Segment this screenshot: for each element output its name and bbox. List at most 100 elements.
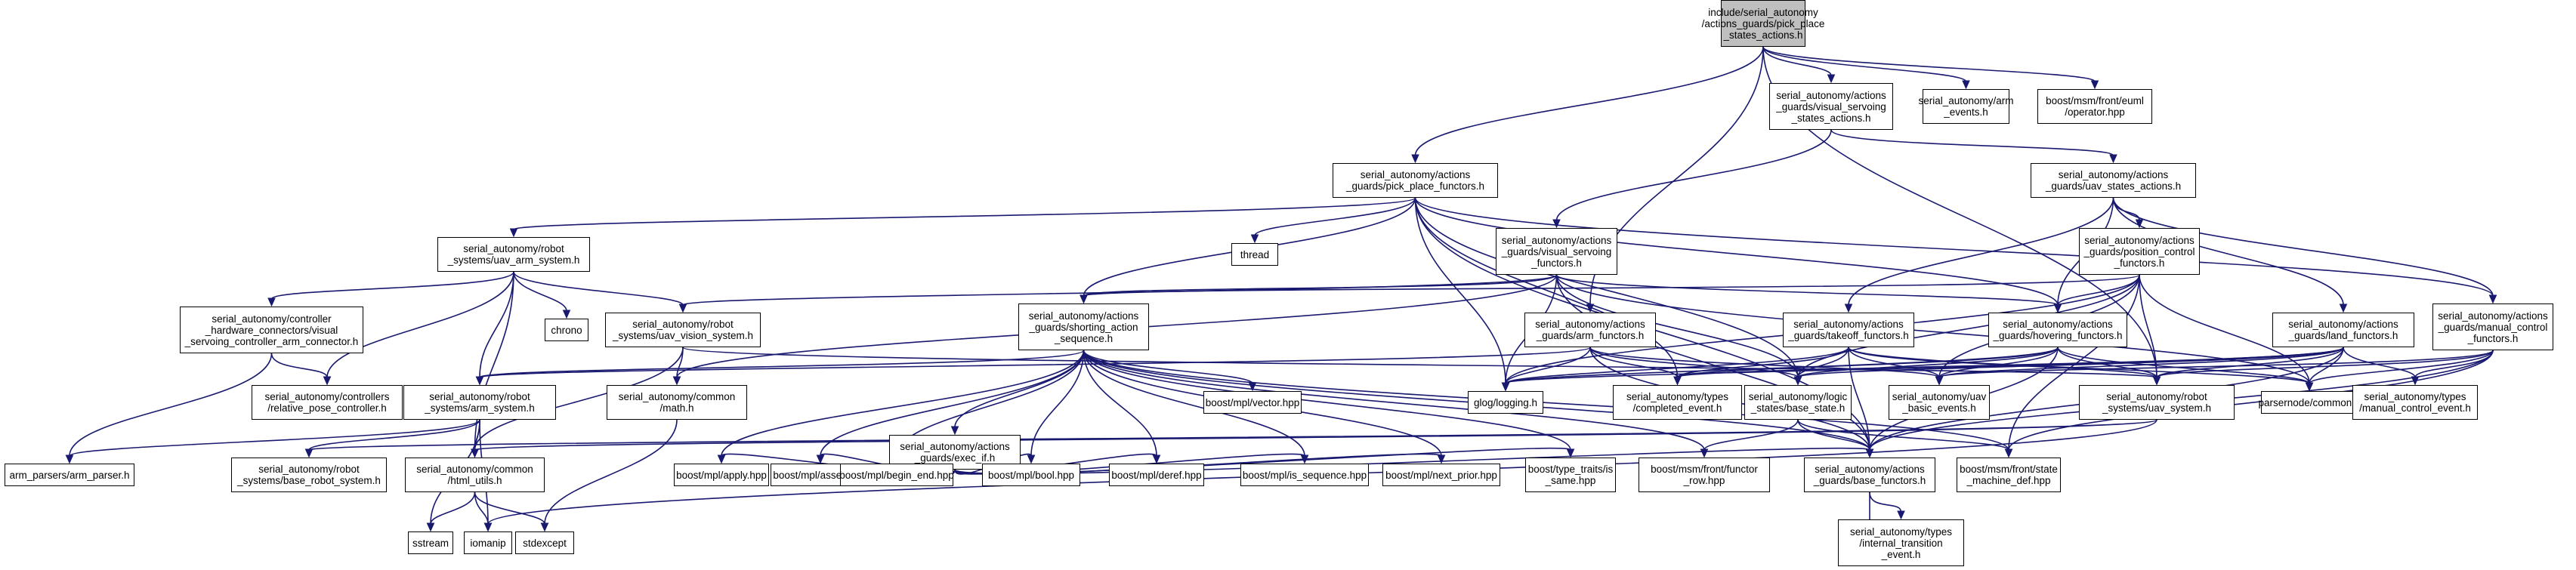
node-takeoff[interactable]: serial_autonomy/actions _guards/takeoff_…: [1783, 313, 1914, 347]
node-mpl-begin-end[interactable]: boost/mpl/begin_end.hpp: [839, 464, 954, 486]
node-stdexcept[interactable]: stdexcept: [515, 531, 574, 554]
edge-land-to-completed: [1676, 347, 2344, 378]
edge-shorting-to-mpl_vector: [1083, 350, 1253, 384]
edge-root-to-arm_events: [1762, 46, 1967, 82]
edge-root-to-euml: [1762, 46, 2096, 82]
edge-shorting-to-mpl_bool: [1030, 350, 1085, 457]
node-ctrl-hw[interactable]: serial_autonomy/controller _hardware_con…: [180, 307, 363, 353]
node-mpl-deref[interactable]: boost/mpl/deref.hpp: [1109, 464, 1204, 486]
arrowhead-shorting-to-exec_if: [950, 426, 959, 436]
node-land[interactable]: serial_autonomy/actions _guards/land_fun…: [2272, 313, 2414, 347]
arrowhead-uav_system-to-base_robot: [304, 448, 314, 458]
edge-html_utils-to-sstream: [430, 491, 476, 525]
edge-vs_functors-to-base_state: [1555, 274, 1799, 378]
edge-pp_functors-to-base_state: [1414, 197, 1799, 378]
node-mpl-next-prior[interactable]: boost/mpl/next_prior.hpp: [1382, 464, 1500, 486]
edge-takeoff-to-base_functors: [1848, 347, 1870, 451]
node-glog[interactable]: glog/logging.h: [1468, 391, 1543, 414]
arrowhead-root-to-arm_events: [1962, 80, 1970, 90]
node-base-state[interactable]: serial_autonomy/logic _states/base_state…: [1744, 385, 1852, 420]
edge-land-to-parsernode: [2309, 347, 2344, 384]
node-manual-ctrl[interactable]: serial_autonomy/actions _guards/manual_c…: [2432, 303, 2553, 350]
arrowhead-exec_if-to-mpl_apply: [717, 454, 726, 464]
edge-vs_states-to-uav_states: [1830, 129, 2114, 156]
node-vs-states[interactable]: serial_autonomy/actions _guards/visual_s…: [1769, 83, 1893, 130]
arrowhead-land-to-base_state: [1793, 376, 1802, 386]
arrowhead-html_utils-to-sstream: [426, 522, 435, 532]
node-uav-arm[interactable]: serial_autonomy/robot _systems/uav_arm_s…: [437, 237, 590, 272]
arrowhead-shorting-to-mpl_vector: [1248, 382, 1257, 392]
edge-shorting-to-mpl_assert: [820, 350, 1085, 457]
edge-ctrl_hw-to-rel_pose: [270, 353, 328, 378]
arrowhead-ctrl_hw-to-rel_pose: [323, 376, 332, 386]
node-base-functors[interactable]: serial_autonomy/actions _guards/base_fun…: [1804, 458, 1935, 492]
edge-uav_states-to-manual_ctrl: [2112, 197, 2494, 297]
node-internal-tr[interactable]: serial_autonomy/types /internal_transiti…: [1838, 519, 1964, 566]
node-arm-events[interactable]: serial_autonomy/arm _events.h: [1918, 89, 2014, 124]
edge-html_utils-to-iomanip: [474, 491, 489, 525]
edge-uav_system-to-html_utils: [474, 419, 2157, 451]
edge-vs_functors-to-hovering: [1555, 274, 2059, 306]
arrowhead-root-to-pp_functors: [1411, 154, 1419, 164]
arrowhead-pos_ctrl-to-hovering: [2053, 303, 2062, 313]
edge-hovering-to-uav_system: [2057, 347, 2157, 378]
edge-uav_vision-to-html_utils: [474, 347, 684, 451]
arrowhead-exec_if-to-base_functors: [1865, 448, 1874, 458]
edge-shorting-to-mpl_deref: [1083, 350, 1157, 457]
arrowhead-manual_ctrl-to-uav_system: [2152, 376, 2161, 386]
node-uav-system[interactable]: serial_autonomy/robot _systems/uav_syste…: [2079, 385, 2235, 420]
node-sm-def[interactable]: boost/msm/front/state _machine_def.hpp: [1957, 458, 2061, 492]
node-hovering[interactable]: serial_autonomy/actions _guards/hovering…: [1988, 313, 2127, 347]
edge-takeoff-to-uav_basic: [1848, 347, 1940, 378]
edge-uav_states-to-takeoff: [1848, 197, 2114, 306]
node-arm-parser[interactable]: arm_parsers/arm_parser.h: [5, 464, 134, 486]
arrowhead-manual_ctrl-to-manual_event: [2411, 376, 2420, 386]
node-arm-functors[interactable]: serial_autonomy/actions _guards/arm_func…: [1524, 313, 1656, 347]
edge-root-to-pp_functors: [1414, 46, 1764, 156]
arrowhead-html_utils-to-iomanip: [483, 522, 493, 532]
node-is-same[interactable]: boost/type_traits/is _same.hpp: [1525, 458, 1616, 492]
edge-ctrl_hw-to-arm_parser: [69, 353, 273, 457]
node-iomanip[interactable]: iomanip: [464, 531, 512, 554]
arrowhead-manual_ctrl-to-parsernode: [2305, 382, 2314, 392]
node-shorting[interactable]: serial_autonomy/actions _guards/shorting…: [1018, 303, 1149, 350]
edge-shorting-to-mpl_is_seq: [1083, 350, 1305, 457]
node-parsernode[interactable]: parsernode/common.h: [2258, 391, 2361, 414]
edge-manual_ctrl-to-sm_def: [2008, 350, 2494, 451]
node-base-robot[interactable]: serial_autonomy/robot _systems/base_robo…: [231, 458, 387, 492]
arrowhead-exec_if-to-mpl_next_prior: [1437, 454, 1446, 464]
node-mpl-bool[interactable]: boost/mpl/bool.hpp: [982, 464, 1080, 486]
node-chrono[interactable]: chrono: [545, 319, 588, 341]
edge-uav_arm-to-ctrl_hw: [270, 271, 514, 300]
node-completed[interactable]: serial_autonomy/types /completed_event.h: [1613, 385, 1742, 420]
arrowhead-uav_vision-to-common_math: [672, 376, 681, 386]
node-pp-functors[interactable]: serial_autonomy/actions _guards/pick_pla…: [1333, 163, 1498, 198]
edge-uav_arm-to-uav_vision: [513, 271, 684, 306]
arrowhead-base_state-to-functor_row: [1700, 448, 1709, 458]
node-functor-row[interactable]: boost/msm/front/functor _row.hpp: [1639, 458, 1770, 492]
node-manual-event[interactable]: serial_autonomy/types /manual_control_ev…: [2352, 385, 2478, 420]
node-uav-basic[interactable]: serial_autonomy/uav _basic_events.h: [1889, 385, 1990, 420]
node-arm-system[interactable]: serial_autonomy/robot _systems/arm_syste…: [403, 385, 556, 420]
arrowhead-uav_arm-to-chrono: [562, 310, 571, 319]
node-sstream[interactable]: sstream: [408, 531, 453, 554]
node-pos-ctrl[interactable]: serial_autonomy/actions _guards/position…: [2079, 228, 2200, 275]
node-rel-pose[interactable]: serial_autonomy/controllers /relative_po…: [252, 385, 403, 420]
arrowhead-manual_ctrl-to-uav_basic: [1935, 376, 1944, 386]
arrowhead-pp_functors-to-uav_arm: [509, 228, 518, 238]
node-common-math[interactable]: serial_autonomy/common /math.h: [607, 385, 747, 420]
edge-html_utils-to-stdexcept: [474, 491, 545, 525]
node-thread[interactable]: thread: [1231, 243, 1278, 266]
node-mpl-is-seq[interactable]: boost/mpl/is_sequence.hpp: [1240, 464, 1369, 486]
node-mpl-vector[interactable]: boost/mpl/vector.hpp: [1203, 391, 1302, 414]
arrowhead-root-to-euml: [2090, 80, 2099, 90]
arrowhead-uav_states-to-land: [2339, 303, 2348, 313]
arrowhead-uav_arm-to-ctrl_hw: [267, 297, 276, 307]
node-html-utils[interactable]: serial_autonomy/common /html_utils.h: [405, 458, 545, 492]
node-vs-functors[interactable]: serial_autonomy/actions _guards/visual_s…: [1496, 228, 1617, 275]
node-euml[interactable]: boost/msm/front/euml /operator.hpp: [2037, 89, 2152, 124]
node-uav-vision[interactable]: serial_autonomy/robot _systems/uav_visio…: [605, 313, 761, 347]
node-uav-states[interactable]: serial_autonomy/actions _guards/uav_stat…: [2031, 163, 2196, 198]
node-mpl-apply[interactable]: boost/mpl/apply.hpp: [674, 464, 769, 486]
edge-pp_functors-to-thread: [1254, 197, 1416, 236]
